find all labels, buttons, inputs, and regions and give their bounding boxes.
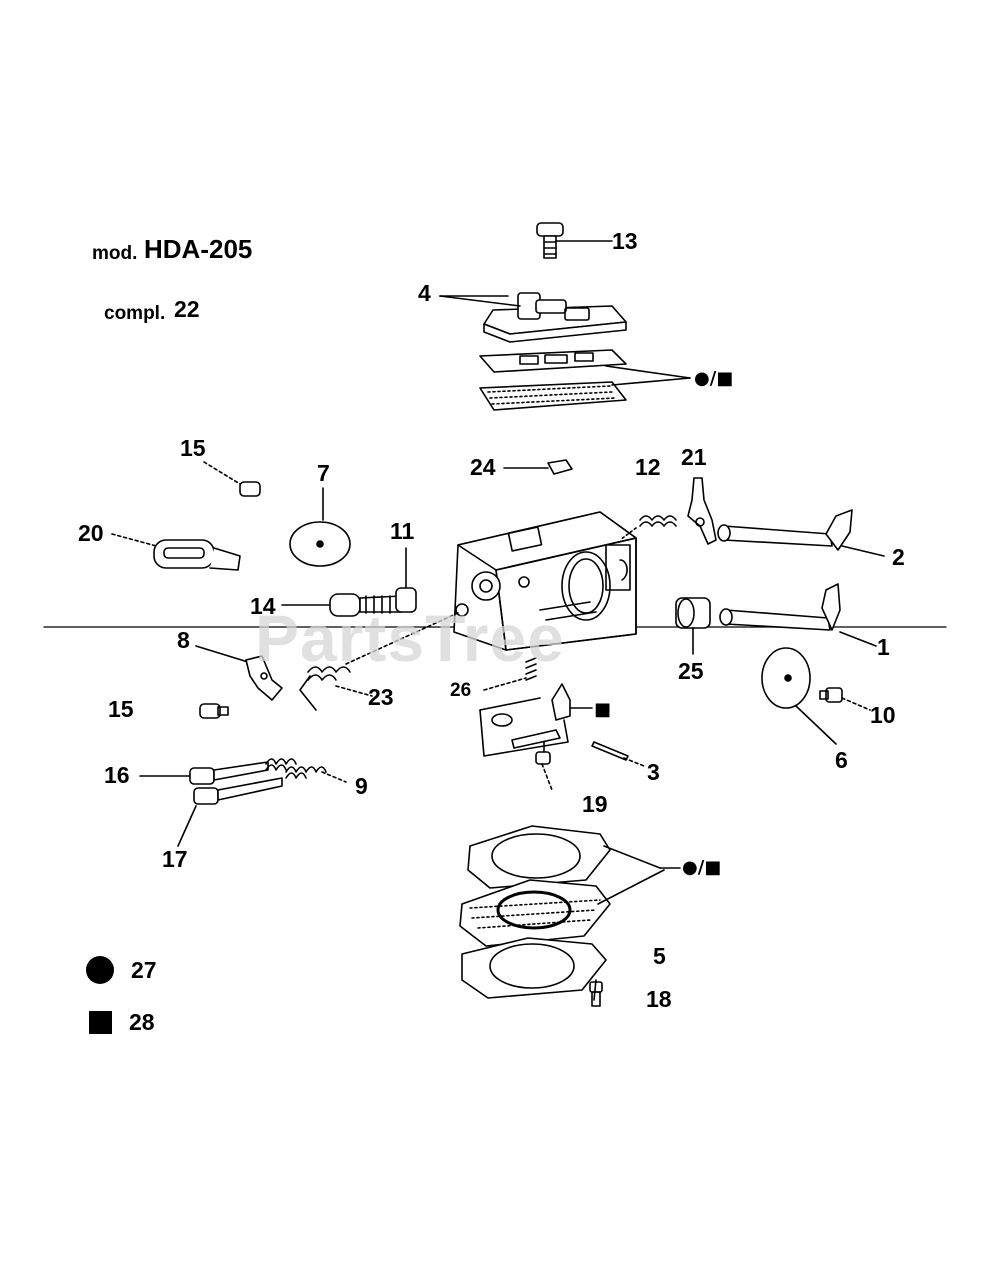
part-26-spring [483, 657, 537, 691]
part-1-throttle-shaft [719, 583, 877, 647]
callout-12: 12 [635, 454, 661, 480]
part-9-springs [265, 758, 347, 783]
legend-square-symbol [89, 1011, 112, 1034]
callout-24: 24 [470, 454, 496, 480]
part-5-metering-diaphragm [459, 867, 681, 947]
callout-5: 5 [653, 943, 666, 969]
callout-18: 18 [646, 986, 672, 1012]
callout-9: 9 [355, 773, 368, 799]
callout-23: 23 [368, 684, 394, 710]
callout-15-top: 15 [180, 435, 206, 461]
callout-2: 2 [892, 544, 905, 570]
callout-25: 25 [678, 658, 704, 684]
callout-26: 26 [450, 680, 472, 701]
part-25-bushing [675, 597, 711, 655]
part-21-lever [687, 477, 717, 545]
part-15-screw-lower [199, 703, 229, 719]
callout-4: 4 [418, 280, 431, 306]
part-8-lever [195, 645, 283, 701]
callout-11: 11 [390, 518, 415, 544]
callout-14: 14 [250, 593, 276, 619]
callout-8: 8 [177, 627, 190, 653]
part-16-needle [139, 761, 269, 785]
compl-number: 22 [174, 296, 200, 322]
part-carburetor-body [453, 511, 637, 651]
legend-circle-symbol [86, 956, 114, 984]
model-name: HDA-205 [144, 234, 253, 264]
callout-13: 13 [612, 228, 638, 254]
legend-square-number: 28 [129, 1009, 155, 1035]
part-15-screw-top [203, 461, 261, 497]
part-10-screw [819, 687, 871, 711]
part-inlet-needle-assembly [479, 683, 593, 791]
part-2-choke-shaft [717, 509, 885, 557]
part-13-screw [536, 222, 613, 259]
part-7-throttle-disc [289, 487, 351, 567]
part-14-needle-screw [281, 547, 417, 617]
watermark: PartsTree [255, 601, 565, 675]
kit-symbol-bottom: ●/■ [682, 857, 722, 878]
callout-20: 20 [78, 520, 104, 546]
part-23-spring [299, 611, 461, 711]
part-12-spring [619, 515, 677, 541]
callout-10: 10 [870, 702, 896, 728]
part-17-needle [177, 777, 283, 847]
part-5-bottom-gasket [467, 825, 661, 889]
compl-prefix: compl. [104, 303, 166, 324]
callout-17: 17 [162, 846, 188, 872]
callout-15-lower: 15 [108, 696, 134, 722]
part-6-choke-disc [761, 647, 837, 745]
legend-circle-number: 27 [131, 957, 157, 983]
part-pump-diaphragm [479, 365, 691, 411]
part-24-nut [503, 459, 573, 475]
part-4-pump-cover [439, 292, 627, 343]
part-5-bottom-cover [461, 937, 607, 999]
callout-7: 7 [317, 460, 330, 486]
callout-1: 1 [877, 634, 890, 660]
callout-19: 19 [582, 791, 608, 817]
kit-symbol-square-inlet: ■ [594, 699, 612, 720]
callout-6: 6 [835, 747, 848, 773]
callout-21: 21 [681, 444, 707, 470]
part-3-pin [591, 741, 645, 767]
part-18-screw [589, 979, 603, 1007]
kit-symbol-top: ●/■ [694, 368, 734, 389]
part-pump-gasket [479, 349, 627, 373]
mod-prefix: mod. [92, 243, 138, 264]
callout-3: 3 [647, 759, 660, 785]
part-20-screen [111, 533, 241, 571]
callout-16: 16 [104, 762, 130, 788]
